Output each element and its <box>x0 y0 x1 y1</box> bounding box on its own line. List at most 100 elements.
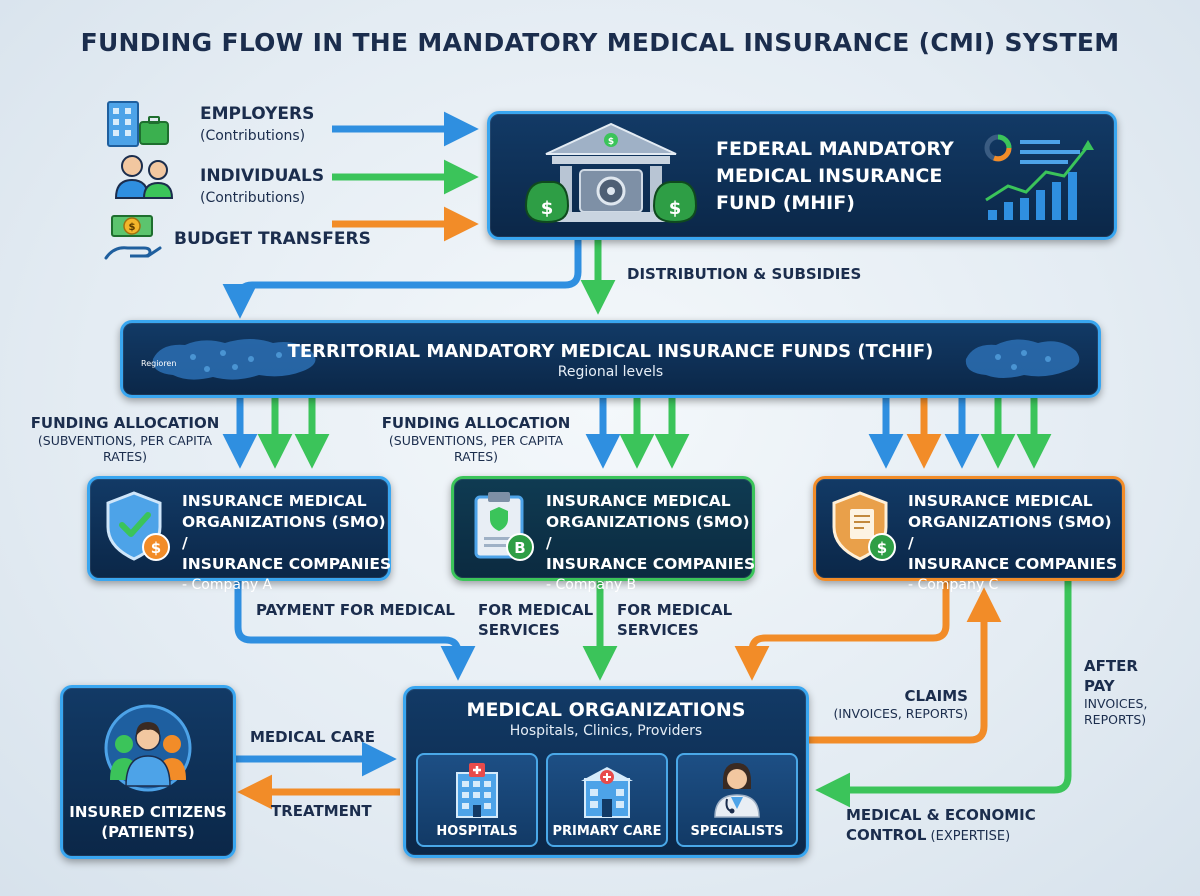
page-title: FUNDING FLOW IN THE MANDATORY MEDICAL IN… <box>80 28 1120 57</box>
treatment-label: TREATMENT <box>271 802 372 820</box>
svg-text:$: $ <box>129 222 136 233</box>
control-line2: CONTROL (EXPERTISE) <box>846 825 1036 847</box>
shield-document-icon: $ <box>832 491 896 561</box>
svg-text:$: $ <box>669 198 682 219</box>
for-medical-left-label: FOR MEDICAL SERVICES <box>478 600 593 640</box>
allocation-b-line2: (SUBVENTIONS, PER CAPITA RATES) <box>388 433 564 464</box>
citizens-text: INSURED CITIZENS (PATIENTS) <box>63 802 233 842</box>
region-map-right-icon <box>965 339 1080 378</box>
allocation-b-line1: FUNDING ALLOCATION <box>381 414 571 432</box>
mhif-left-arrow <box>222 236 582 319</box>
hospital-building-icon <box>456 763 498 818</box>
medical-care-label: MEDICAL CARE <box>250 728 376 746</box>
medical-organizations-panel: MEDICAL ORGANIZATIONS Hospitals, Clinics… <box>403 686 809 858</box>
smo-a-line2: ORGANIZATIONS (SMO) / <box>182 513 386 552</box>
employers-label: EMPLOYERS <box>200 104 315 124</box>
control-line1: MEDICAL & ECONOMIC <box>846 806 1036 824</box>
control-line2a: CONTROL <box>846 826 927 844</box>
smo-c-company: - Company C <box>908 577 999 593</box>
control-label: MEDICAL & ECONOMIC CONTROL (EXPERTISE) <box>846 805 1036 847</box>
smo-b-text: INSURANCE MEDICAL ORGANIZATIONS (SMO) / … <box>546 491 756 596</box>
control-line2b: (EXPERTISE) <box>926 829 1011 844</box>
smo-c-line2: ORGANIZATIONS (SMO) / <box>908 513 1112 552</box>
for-medical-left-line2: SERVICES <box>478 621 560 639</box>
mo-sub: Hospitals, Clinics, Providers <box>509 723 703 739</box>
hospitals-label: HOSPITALS <box>436 824 518 839</box>
primary-care-label: PRIMARY CARE <box>552 824 662 839</box>
budget-label: BUDGET TRANSFERS <box>174 229 371 249</box>
svg-text:$: $ <box>877 539 887 557</box>
bank-icon: $ $ $ <box>524 122 698 224</box>
smo-company-c-panel: $ INSURANCE MEDICAL ORGANIZATIONS (SMO) … <box>813 476 1125 593</box>
smo-b-company: - Company B <box>546 577 637 593</box>
smo-c-text: INSURANCE MEDICAL ORGANIZATIONS (SMO) / … <box>908 491 1118 596</box>
map-label: Regioren <box>141 359 176 368</box>
claims-arrow <box>806 587 1002 744</box>
patients-group-icon <box>104 704 192 792</box>
growth-chart-icon <box>984 134 1094 220</box>
hospitals-card: HOSPITALS <box>416 753 538 847</box>
citizens-line2: (PATIENTS) <box>101 823 195 841</box>
after-pay-line3: INVOICES, <box>1084 696 1148 711</box>
allocation-label-b: FUNDING ALLOCATION (SUBVENTIONS, PER CAP… <box>366 413 586 465</box>
mhif-line1: FEDERAL MANDATORY <box>716 138 954 160</box>
individuals-sub: (Contributions) <box>200 190 306 206</box>
for-medical-right-line1: FOR MEDICAL <box>617 601 733 619</box>
clipboard-icon: B <box>474 492 534 561</box>
office-building-icon <box>107 101 169 147</box>
region-map-icon: Regioren <box>141 339 316 380</box>
mhif-panel: $ $ $ FEDERAL MANDATORY MEDICAL INSURANC… <box>487 111 1117 240</box>
money-hand-icon: $ <box>104 215 162 260</box>
smo-company-b-panel: B INSURANCE MEDICAL ORGANIZATIONS (SMO) … <box>451 476 755 593</box>
control-arrow <box>815 578 1072 808</box>
smo-b-line3: INSURANCE COMPANIES <box>546 555 756 573</box>
budget-source: $ <box>104 212 164 272</box>
smo-a-company: - Company A <box>182 577 273 593</box>
tchif-title: TERRITORIAL MANDATORY MEDICAL INSURANCE … <box>287 341 934 362</box>
tchif-panel: Regioren TERRITORIAL MANDATORY MEDICAL I… <box>120 320 1101 398</box>
payment-arrow <box>234 578 476 681</box>
for-medical-left-line1: FOR MEDICAL <box>478 601 594 619</box>
employers-source <box>104 100 172 154</box>
shield-check-icon: $ <box>106 491 170 561</box>
smo-b-line1: INSURANCE MEDICAL <box>546 492 731 510</box>
svg-text:$: $ <box>608 137 614 147</box>
tchif-sub: Regional levels <box>557 364 664 380</box>
mhif-line2: MEDICAL INSURANCE <box>716 165 943 187</box>
doctor-icon <box>714 763 760 818</box>
after-pay-line2: PAY <box>1084 677 1115 695</box>
allocation-label-a: FUNDING ALLOCATION (SUBVENTIONS, PER CAP… <box>15 413 235 465</box>
smo-c-line1: INSURANCE MEDICAL <box>908 492 1093 510</box>
clinic-icon <box>581 767 633 818</box>
mhif-line3: FUND (MHIF) <box>716 192 855 214</box>
people-icon <box>114 155 174 199</box>
individuals-label: INDIVIDUALS <box>200 166 325 186</box>
smo-a-line1: INSURANCE MEDICAL <box>182 492 367 510</box>
after-pay-line1: AFTER <box>1084 657 1138 675</box>
after-pay-line4: REPORTS) <box>1084 712 1147 727</box>
specialists-label: SPECIALISTS <box>690 824 784 839</box>
smo-a-line3: INSURANCE COMPANIES <box>182 555 392 573</box>
smo-b-line2: ORGANIZATIONS (SMO) / <box>546 513 750 552</box>
distribution-label: DISTRIBUTION & SUBSIDIES <box>627 265 862 283</box>
smo-a-text: INSURANCE MEDICAL ORGANIZATIONS (SMO) / … <box>182 491 392 596</box>
claims-label: CLAIMS (INVOICES, REPORTS) <box>822 686 968 722</box>
allocation-a-line1: FUNDING ALLOCATION <box>30 414 220 432</box>
smo-c-line3: INSURANCE COMPANIES <box>908 555 1118 573</box>
for-medical-right-label: FOR MEDICAL SERVICES <box>617 600 732 640</box>
svg-text:$: $ <box>151 539 161 557</box>
specialists-card: SPECIALISTS <box>676 753 798 847</box>
badge-b: B <box>514 539 525 557</box>
payment-label: PAYMENT FOR MEDICAL <box>256 601 455 619</box>
smo-company-a-panel: $ INSURANCE MEDICAL ORGANIZATIONS (SMO) … <box>87 476 391 593</box>
primary-care-card: PRIMARY CARE <box>546 753 668 847</box>
smo-c-to-mo-arrow <box>734 578 950 681</box>
claims-line2: (INVOICES, REPORTS) <box>833 706 968 721</box>
after-pay-label: AFTER PAY INVOICES, REPORTS) <box>1084 656 1147 728</box>
employers-sub: (Contributions) <box>200 128 306 144</box>
mhif-title: FEDERAL MANDATORY MEDICAL INSURANCE FUND… <box>716 136 986 217</box>
individuals-source <box>112 152 180 206</box>
svg-text:$: $ <box>541 198 554 219</box>
allocation-a-line2: (SUBVENTIONS, PER CAPITA RATES) <box>37 433 213 464</box>
